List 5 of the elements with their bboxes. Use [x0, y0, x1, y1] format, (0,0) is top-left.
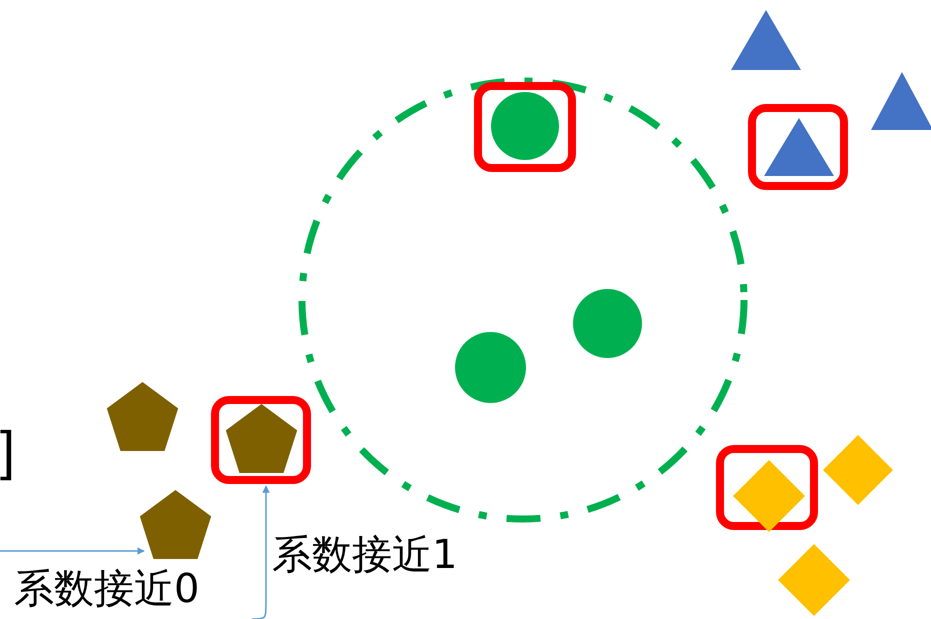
annotation-text: 系数接近1 [272, 532, 458, 578]
bracket: ] [0, 420, 16, 482]
annotation-text: 系数接近0 [14, 566, 200, 612]
arrow [0, 547, 145, 555]
arrow [252, 485, 270, 619]
